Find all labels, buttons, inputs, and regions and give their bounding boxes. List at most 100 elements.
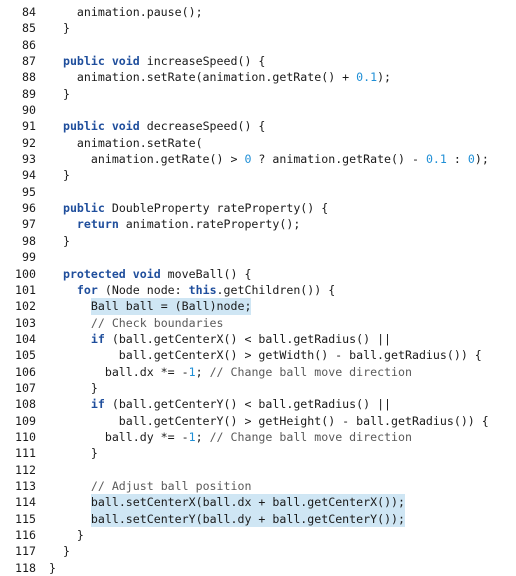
- code-token: ball.getCenterX() > getWidth() - ball.ge…: [49, 348, 482, 363]
- line-number: 107: [15, 380, 36, 395]
- code-line: 107 }: [0, 380, 516, 396]
- code-token: moveBall() {: [160, 266, 252, 281]
- code-text: }: [49, 543, 70, 559]
- highlighted-code-text: Ball ball = (Ball)node;: [90, 298, 252, 315]
- code-text: animation.getRate() > 0 ? animation.getR…: [49, 151, 489, 167]
- code-token: ball.getCenterY() > getHeight() - ball.g…: [49, 413, 489, 428]
- code-line: 100 protected void moveBall() {: [0, 266, 516, 282]
- code-line: 85 }: [0, 20, 516, 36]
- code-token: Ball ball = (Ball)node;: [90, 299, 252, 314]
- code-text: for (Node node: this.getChildren()) {: [49, 282, 335, 298]
- code-token: :: [446, 152, 468, 167]
- keyword-token: this: [188, 282, 217, 297]
- code-token: (ball.getCenterX() < ball.getRadius() ||: [104, 331, 392, 346]
- code-text: ball.getCenterX() > getWidth() - ball.ge…: [49, 347, 482, 363]
- comment-token: // Change ball move direction: [209, 364, 412, 379]
- keyword-token: for: [76, 282, 98, 297]
- code-line: 112: [0, 462, 516, 478]
- number-token: 0: [244, 152, 252, 167]
- code-text: }: [49, 445, 98, 461]
- code-token: [49, 201, 63, 215]
- line-number: 116: [15, 528, 36, 542]
- code-line: 106 ball.dx *= -1; // Change ball move d…: [0, 364, 516, 380]
- code-token: }: [49, 544, 70, 559]
- code-text: // Adjust ball position: [49, 478, 252, 494]
- line-number: 113: [15, 478, 36, 493]
- code-line: 115 ball.setCenterY(ball.dy + ball.getCe…: [0, 510, 516, 527]
- code-line: 110 ball.dy *= -1; // Change ball move d…: [0, 429, 516, 445]
- code-token: animation.pause();: [49, 5, 203, 19]
- code-line: 88 animation.setRate(animation.getRate()…: [0, 69, 516, 85]
- code-token: [49, 316, 91, 330]
- code-line: 94 }: [0, 167, 516, 183]
- code-line: 84 animation.pause();: [0, 4, 516, 20]
- code-token: animation.setRate(animation.getRate() +: [49, 70, 357, 85]
- code-line: 90: [0, 102, 516, 118]
- line-number: 96: [22, 201, 36, 216]
- code-token: [49, 267, 63, 281]
- code-line: 114 ball.setCenterX(ball.dx + ball.getCe…: [0, 494, 516, 511]
- code-line: 113 // Adjust ball position: [0, 478, 516, 494]
- code-line: 104 if (ball.getCenterX() < ball.getRadi…: [0, 331, 516, 347]
- code-token: ball.dx *= -: [49, 364, 189, 379]
- highlighted-code-text: ball.setCenterY(ball.dy + ball.getCenter…: [90, 510, 406, 527]
- keyword-token: public: [62, 201, 105, 216]
- code-text: }: [49, 20, 70, 36]
- code-text: ball.getCenterY() > getHeight() - ball.g…: [49, 413, 489, 429]
- line-number: 90: [22, 103, 36, 118]
- line-number: 94: [22, 168, 36, 183]
- number-token: 0.1: [425, 152, 447, 167]
- code-line: 109 ball.getCenterY() > getHeight() - ba…: [0, 413, 516, 429]
- code-token: animation.getRate() >: [49, 152, 245, 167]
- code-text: protected void moveBall() {: [49, 266, 251, 282]
- code-token: ? animation.getRate() -: [251, 152, 426, 167]
- line-number: 89: [22, 86, 36, 101]
- code-token: }: [49, 528, 84, 542]
- code-text: if (ball.getCenterX() < ball.getRadius()…: [49, 331, 391, 347]
- code-text: if (ball.getCenterY() < ball.getRadius()…: [49, 396, 391, 412]
- code-token: [49, 397, 91, 411]
- code-token: }: [49, 233, 70, 248]
- line-number: 102: [15, 299, 36, 314]
- number-token: 0: [467, 152, 475, 167]
- code-text: animation.setRate(animation.getRate() + …: [49, 69, 391, 85]
- line-number: 110: [15, 429, 36, 444]
- line-number: 109: [15, 413, 36, 428]
- line-number: 106: [15, 364, 36, 379]
- code-token: [49, 54, 63, 68]
- highlighted-code-text: ball.setCenterX(ball.dx + ball.getCenter…: [90, 494, 406, 511]
- code-text: }: [49, 167, 70, 183]
- code-token: [49, 119, 63, 133]
- line-number: 112: [15, 462, 36, 477]
- code-text: animation.setRate(: [49, 135, 203, 151]
- line-number: 92: [22, 135, 36, 150]
- comment-token: // Change ball move direction: [209, 429, 412, 444]
- keyword-token: return: [76, 217, 119, 232]
- code-line: 97 return animation.rateProperty();: [0, 216, 516, 232]
- code-token: );: [474, 152, 489, 167]
- code-line: 105 ball.getCenterX() > getWidth() - bal…: [0, 347, 516, 363]
- code-token: ball.dy *= -: [49, 429, 189, 444]
- line-number: 105: [15, 348, 36, 363]
- code-token: }: [49, 446, 98, 461]
- code-token: ;: [195, 364, 210, 379]
- code-line: 101 for (Node node: this.getChildren()) …: [0, 282, 516, 298]
- code-text: public void decreaseSpeed() {: [49, 118, 265, 134]
- code-line: 98 }: [0, 233, 516, 249]
- code-token: [49, 479, 91, 493]
- code-text: }: [49, 86, 70, 102]
- line-number: 99: [22, 250, 36, 265]
- code-line: 89 }: [0, 86, 516, 102]
- line-number: 91: [22, 119, 36, 134]
- keyword-token: protected void: [62, 266, 161, 281]
- number-token: 1: [188, 364, 196, 379]
- line-number: 100: [15, 266, 36, 281]
- line-number: 95: [22, 184, 36, 199]
- code-token: .getChildren()) {: [216, 282, 336, 297]
- code-line: 86: [0, 37, 516, 53]
- line-number: 114: [15, 495, 36, 510]
- line-number: 108: [15, 397, 36, 412]
- line-number: 88: [22, 70, 36, 85]
- code-line: 93 animation.getRate() > 0 ? animation.g…: [0, 151, 516, 167]
